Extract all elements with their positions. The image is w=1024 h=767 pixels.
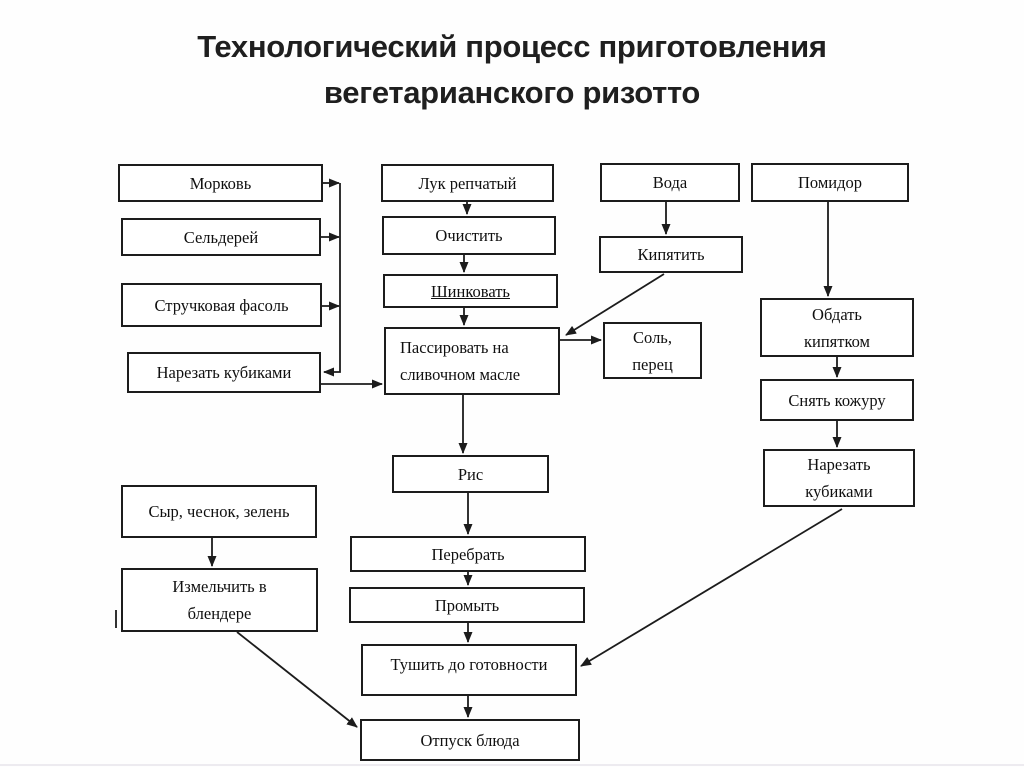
- flow-box-narezat-kubikami-left: Нарезать кубиками: [127, 352, 321, 393]
- flow-box-tushit-do-gotovnosti: Тушить до готовности: [361, 644, 577, 696]
- flow-box-label: Морковь: [189, 173, 252, 193]
- flow-box-label: кубиками: [805, 482, 873, 501]
- page-title: Технологический процесс приготовления ве…: [0, 24, 1024, 116]
- flow-box-label: Отпуск блюда: [420, 730, 520, 750]
- flow-box-label: Снять кожуру: [788, 390, 886, 410]
- flow-box-label: Нарезать: [807, 455, 871, 474]
- flow-box-label: Рис: [457, 464, 484, 484]
- flow-box-passirovat: Пассировать на сливочном масле: [384, 327, 560, 395]
- flow-box-perebrat: Перебрать: [350, 536, 586, 572]
- flow-connector-kipyatit-to-passirovat: [565, 273, 665, 336]
- flow-box-voda: Вода: [600, 163, 740, 202]
- flow-box-sol-perec: Соль, перец: [603, 322, 702, 379]
- flow-box-kipyatit: Кипятить: [599, 236, 743, 273]
- page-title-line2: вегетарианского ризотто: [323, 75, 701, 110]
- flow-box-struchkovaya-fasol: Стручковая фасоль: [121, 283, 322, 327]
- flow-box-obdat-kipyatkom: Обдать кипятком: [760, 298, 914, 357]
- flow-box-label: Помидор: [797, 173, 863, 192]
- flow-box-label: Обдать: [812, 304, 862, 324]
- flow-box-label: Лук репчатый: [418, 173, 517, 193]
- flow-box-label: Промыть: [434, 595, 500, 615]
- flow-box-label: Шинковать: [431, 281, 510, 301]
- flow-box-ris: Рис: [392, 455, 549, 493]
- flow-box-label: блендере: [187, 604, 252, 623]
- flow-box-pomidor: Помидор: [751, 163, 909, 202]
- flow-box-label: Пассировать на: [400, 338, 509, 357]
- flow-box-label: Сельдерей: [183, 227, 259, 247]
- flow-box-shinkovat: Шинковать: [383, 274, 558, 308]
- flow-box-selderey: Сельдерей: [121, 218, 321, 256]
- flow-box-luk-repchatyy: Лук репчатый: [381, 164, 554, 202]
- flow-box-label: кипятком: [803, 331, 871, 351]
- flow-box-label: сливочном масле: [400, 365, 521, 384]
- flow-box-label: Стручковая фасоль: [154, 295, 289, 315]
- flow-box-label: Очистить: [435, 226, 503, 245]
- flow-box-snyat-kozhuru: Снять кожуру: [760, 379, 914, 421]
- flow-box-label: Перебрать: [431, 544, 505, 564]
- slide-bottom-rule: [0, 764, 1024, 766]
- flow-box-label: Сыр, чеснок, зелень: [148, 502, 290, 521]
- page-title-line1: Технологический процесс приготовления: [197, 29, 827, 64]
- flow-connector-narezat-right-to-tushit: [580, 508, 843, 667]
- flow-box-promyt: Промыть: [349, 587, 585, 623]
- flow-connector-collector-to-narezat: [323, 183, 341, 377]
- flow-box-label: Соль,: [633, 327, 672, 347]
- flow-box-label: Измельчить в: [172, 577, 267, 596]
- flow-box-label: Тушить до готовности: [390, 655, 548, 674]
- flow-box-morkov: Морковь: [118, 164, 323, 202]
- flow-box-label: Вода: [652, 173, 688, 192]
- flow-box-label: Кипятить: [637, 245, 705, 264]
- flow-box-syr-chesnok-zelen: Сыр, чеснок, зелень: [121, 485, 317, 538]
- flow-box-izmelchit-v-blendere: Измельчить в блендере: [121, 568, 318, 632]
- flow-box-label: Нарезать кубиками: [156, 363, 292, 382]
- flow-box-narezat-kubikami-right: Нарезать кубиками: [763, 449, 915, 507]
- flow-box-ochistit: Очистить: [382, 216, 556, 255]
- flow-box-label: перец: [632, 354, 673, 374]
- flow-connector-izmelchit-to-otpusk: [236, 631, 358, 728]
- flow-box-otpusk-blyuda: Отпуск блюда: [360, 719, 580, 761]
